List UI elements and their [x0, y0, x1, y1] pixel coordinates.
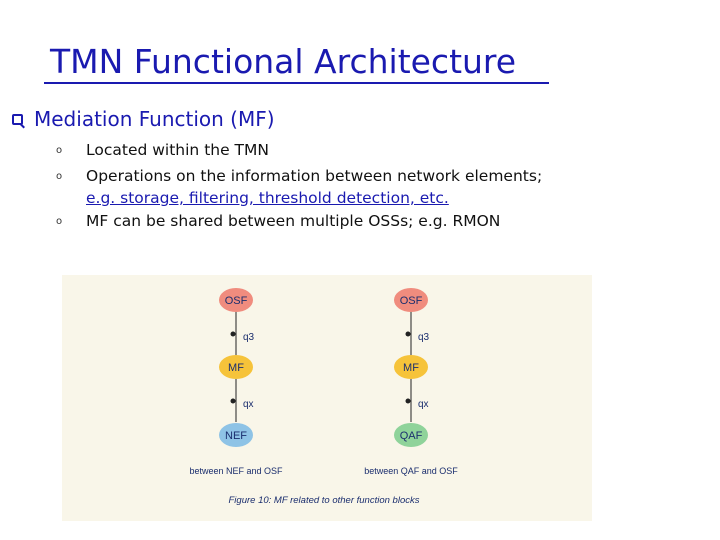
sub-bullet-3: o MF can be shared between multiple OSSs;… — [56, 212, 500, 230]
sub-bullet-1: o Located within the TMN — [56, 141, 269, 159]
right-mf-label: MF — [403, 362, 419, 374]
right-q3-point — [405, 331, 411, 337]
sub-bullet-2-continuation: e.g. storage, filtering, threshold detec… — [56, 189, 449, 207]
right-mf-block — [394, 355, 428, 379]
left-mf-block — [219, 355, 253, 379]
figure-caption: Figure 10: MF related to other function … — [229, 495, 420, 506]
right-caption: between QAF and OSF — [364, 466, 458, 476]
sub-bullet-3-text: MF can be shared between multiple OSSs; … — [86, 212, 501, 230]
sub-bullet-2-text: Operations on the information between ne… — [86, 167, 543, 185]
left-nef-block — [219, 423, 253, 447]
right-qx-label: qx — [418, 399, 429, 410]
left-qx-point — [230, 398, 236, 404]
right-qx-point — [405, 398, 411, 404]
mf-function-block-figure: OSF q3 MF qx NEF between NEF and OSF OSF… — [62, 275, 592, 521]
circle-bullet-icon: o — [56, 216, 63, 227]
circle-bullet-icon: o — [56, 171, 63, 182]
left-osf-block — [219, 288, 253, 312]
left-q3-label: q3 — [243, 332, 255, 343]
right-qaf-block — [394, 423, 428, 447]
examples-link[interactable]: e.g. storage, filtering, threshold detec… — [86, 189, 449, 207]
main-bullet: Mediation Function (MF) — [12, 107, 275, 131]
sub-bullet-1-text: Located within the TMN — [86, 141, 269, 159]
left-caption: between NEF and OSF — [189, 466, 283, 476]
figure-diagram: OSF q3 MF qx NEF between NEF and OSF OSF… — [189, 288, 458, 506]
sub-bullet-2-examples: e.g. storage, filtering, threshold detec… — [86, 189, 449, 207]
left-q3-point — [230, 331, 236, 337]
right-osf-block — [394, 288, 428, 312]
slide-title: TMN Functional Architecture — [50, 42, 517, 81]
left-osf-label: OSF — [225, 295, 248, 307]
circle-bullet-icon: o — [56, 145, 63, 156]
right-q3-label: q3 — [418, 332, 430, 343]
q-bullet-icon — [12, 114, 23, 125]
main-bullet-text: Mediation Function (MF) — [34, 107, 275, 131]
left-nef-label: NEF — [225, 430, 247, 442]
right-qaf-label: QAF — [400, 430, 423, 442]
title-underline — [44, 82, 549, 84]
left-mf-label: MF — [228, 362, 244, 374]
right-osf-label: OSF — [400, 295, 423, 307]
left-qx-label: qx — [243, 399, 254, 410]
sub-bullet-2: o Operations on the information between n… — [56, 167, 542, 185]
